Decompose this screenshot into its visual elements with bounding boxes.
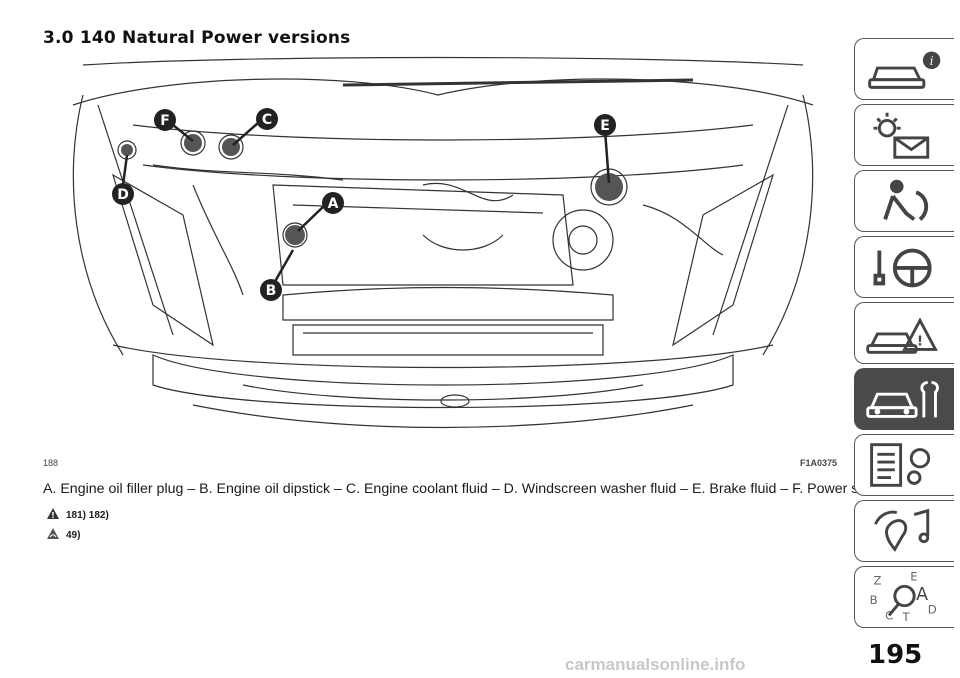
- callout-e: E: [594, 114, 616, 136]
- warning-reference-row: ! 181) 182): [46, 507, 109, 523]
- svg-text:E: E: [910, 570, 917, 584]
- callout-d-label: D: [117, 187, 129, 203]
- page-title: 3.0 140 Natural Power versions: [43, 28, 351, 48]
- tab-safety[interactable]: [854, 170, 954, 232]
- engine-bay-illustration: F C D E A B: [72, 56, 814, 429]
- svg-text:T: T: [902, 610, 911, 624]
- environment-refs: 49): [66, 529, 81, 541]
- callout-d: D: [112, 183, 134, 205]
- svg-text:B: B: [870, 593, 878, 607]
- tab-multimedia[interactable]: [854, 500, 954, 562]
- callout-f: F: [154, 109, 176, 131]
- technical-data-icon: [870, 443, 931, 487]
- tab-technical-data[interactable]: [854, 434, 954, 496]
- callout-b: B: [260, 279, 282, 301]
- multimedia-icon: [874, 508, 930, 552]
- warning-refs: 181) 182): [66, 509, 109, 521]
- environment-warning-icon: [46, 527, 60, 543]
- environment-reference-row: 49): [46, 527, 80, 543]
- warning-lights-icon: [873, 112, 930, 159]
- warning-triangle-icon: !: [46, 507, 60, 523]
- callout-a-label: A: [328, 196, 339, 212]
- safety-airbag-icon: [883, 179, 929, 221]
- figure-caption: A. Engine oil filler plug – B. Engine oi…: [43, 481, 932, 497]
- tab-emergency[interactable]: !: [854, 302, 954, 364]
- emergency-icon: !: [866, 317, 938, 354]
- svg-text:A: A: [916, 585, 928, 605]
- callout-a: A: [322, 192, 344, 214]
- svg-text:!: !: [51, 511, 55, 520]
- car-info-icon: i: [868, 51, 941, 89]
- tab-warning-lights[interactable]: [854, 104, 954, 166]
- page-number: 195: [868, 640, 923, 670]
- svg-text:D: D: [928, 602, 937, 616]
- figure-code: F1A0375: [800, 458, 838, 468]
- svg-text:i: i: [930, 54, 934, 68]
- figure-number: 188: [43, 458, 59, 468]
- tab-car-info[interactable]: i: [854, 38, 954, 100]
- callout-c: C: [256, 108, 278, 130]
- svg-text:!: !: [917, 334, 923, 350]
- tab-starting-driving[interactable]: [854, 236, 954, 298]
- car-service-icon: [866, 381, 939, 418]
- svg-text:Z: Z: [874, 573, 882, 587]
- steering-wheel-icon: [873, 248, 932, 288]
- watermark: carmanualsonline.info: [565, 655, 746, 674]
- callout-c-label: C: [262, 112, 272, 128]
- callout-f-label: F: [160, 113, 170, 129]
- tab-car-service[interactable]: [854, 368, 954, 430]
- callout-e-label: E: [600, 118, 610, 134]
- engine-bay-figure: F C D E A B: [43, 55, 833, 455]
- callout-b-label: B: [266, 283, 277, 299]
